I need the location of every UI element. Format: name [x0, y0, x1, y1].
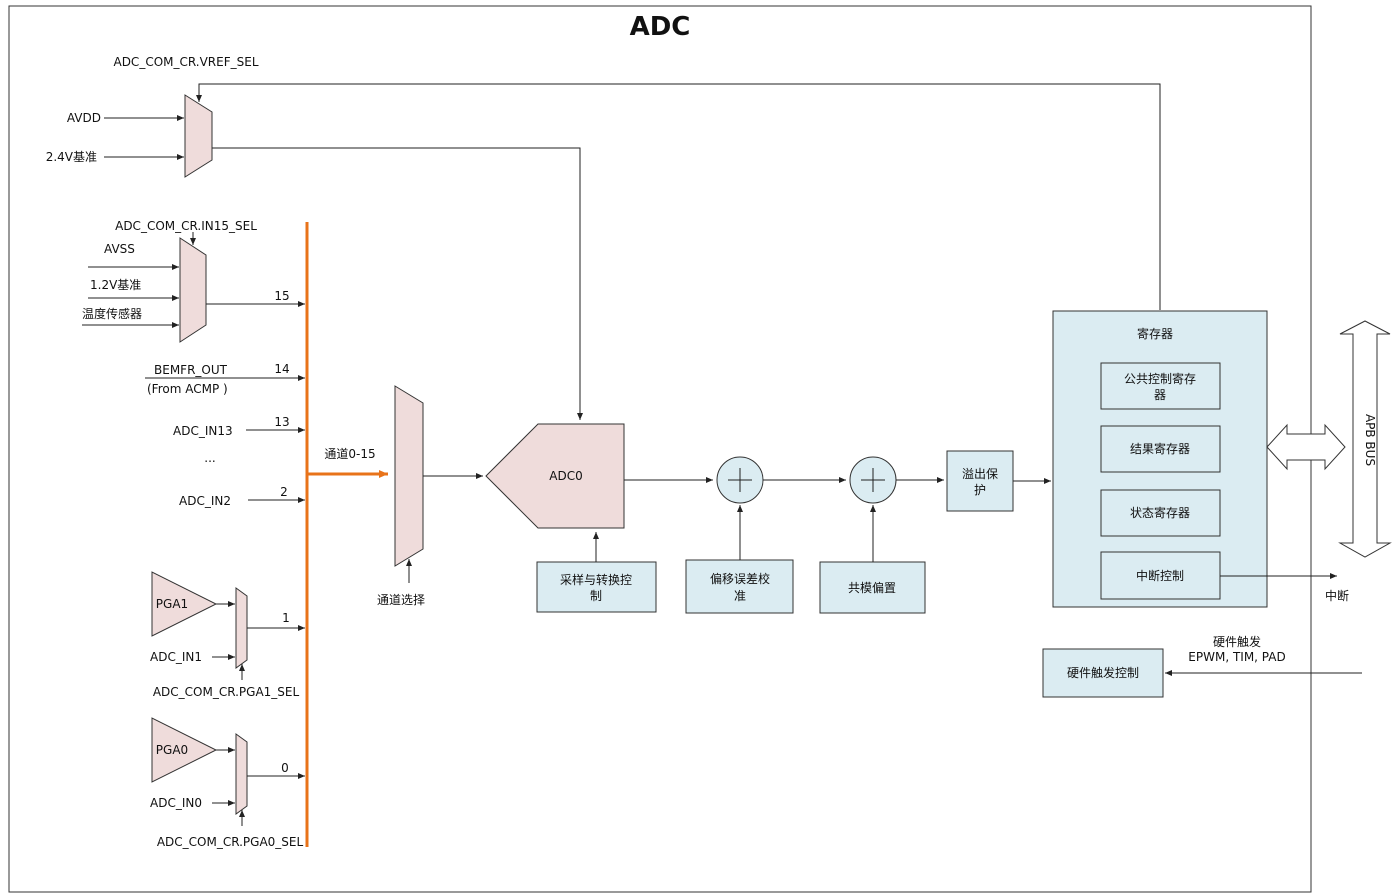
diagram-title: ADC: [630, 12, 691, 42]
ch15-number: 15: [274, 289, 289, 303]
common-control-register: [1100, 362, 1221, 410]
channel-select-mux: [394, 385, 424, 567]
ch0-number: 0: [281, 761, 289, 775]
pga1-amplifier: [151, 571, 218, 637]
bus-label: 通道0-15: [324, 447, 375, 461]
status-register: [1100, 489, 1221, 537]
pga1-label: PGA1: [156, 597, 188, 611]
channel-select-label: 通道选择: [377, 593, 425, 607]
apb-bus-label: APB BUS: [1363, 414, 1377, 466]
status-register-label: 状态寄存器: [1130, 505, 1190, 520]
offset-calibration-block: [685, 559, 794, 614]
ch13-number: 13: [274, 415, 289, 429]
vref-select-line: [196, 83, 1161, 310]
hw-trigger-control-label: 硬件触发控制: [1067, 665, 1139, 680]
vref-sel-label: ADC_COM_CR.VREF_SEL: [113, 55, 258, 69]
pga0-amplifier: [151, 717, 218, 783]
adc-in2-label: ADC_IN2: [179, 494, 231, 508]
pga0-sel-label: ADC_COM_CR.PGA0_SEL: [157, 835, 304, 849]
vref-1v2-label: 1.2V基准: [90, 278, 141, 292]
adc0-block: [485, 423, 625, 529]
adc0-label: ADC0: [549, 469, 582, 483]
vref-to-adc-line: [212, 147, 583, 420]
common-control-line2: 器: [1154, 388, 1166, 402]
sampling-control-line2: 制: [590, 589, 602, 603]
apb-bus-arrow: [1338, 320, 1392, 558]
avss-label: AVSS: [104, 242, 135, 256]
interrupt-control-label: 中断控制: [1136, 568, 1184, 583]
bemf-label: BEMFR_OUT: [154, 363, 228, 377]
adc-in0-label: ADC_IN0: [150, 796, 202, 810]
registers-title: 寄存器: [1137, 326, 1173, 341]
avdd-label: AVDD: [67, 111, 101, 125]
vref-2v4-label: 2.4V基准: [46, 150, 97, 164]
in15-sel-label: ADC_COM_CR.IN15_SEL: [115, 219, 257, 233]
result-register: [1100, 425, 1221, 473]
hw-trigger-control-block: [1042, 648, 1164, 698]
hw-trigger-sources-label: EPWM, TIM, PAD: [1188, 650, 1285, 664]
interrupt-control-register: [1100, 551, 1221, 600]
offset-calibration-line1: 偏移误差校: [710, 571, 770, 586]
temp-sensor-label: 温度传感器: [82, 306, 142, 321]
adc-in13-label: ADC_IN13: [173, 424, 233, 438]
register-bus-double-arrow: [1266, 423, 1346, 471]
in15-mux: [179, 237, 207, 343]
common-mode-bias-block: [819, 561, 926, 614]
common-mode-bias-label: 共模偏置: [848, 580, 896, 595]
pga1-mux: [235, 587, 248, 669]
ellipsis-label: ...: [204, 451, 215, 465]
adc-in1-label: ADC_IN1: [150, 650, 202, 664]
common-control-line1: 公共控制寄存: [1124, 371, 1196, 386]
overflow-protection-block: [946, 450, 1014, 512]
sampling-control-block: [536, 561, 657, 613]
bemf-source-label: (From ACMP ): [147, 382, 228, 396]
pga0-label: PGA0: [156, 743, 188, 757]
hw-trigger-label: 硬件触发: [1213, 634, 1261, 649]
result-register-label: 结果寄存器: [1130, 441, 1190, 456]
sampling-control-line1: 采样与转换控: [560, 572, 632, 587]
ch2-number: 2: [280, 485, 288, 499]
offset-calibration-line2: 准: [734, 589, 746, 603]
ch1-number: 1: [282, 611, 290, 625]
ch14-number: 14: [274, 362, 289, 376]
vref-mux: [184, 94, 213, 178]
interrupt-out-label: 中断: [1325, 588, 1349, 603]
overflow-line2: 护: [974, 483, 986, 497]
pga0-mux: [235, 733, 248, 815]
pga1-sel-label: ADC_COM_CR.PGA1_SEL: [153, 685, 300, 699]
overflow-line1: 溢出保: [962, 467, 998, 481]
